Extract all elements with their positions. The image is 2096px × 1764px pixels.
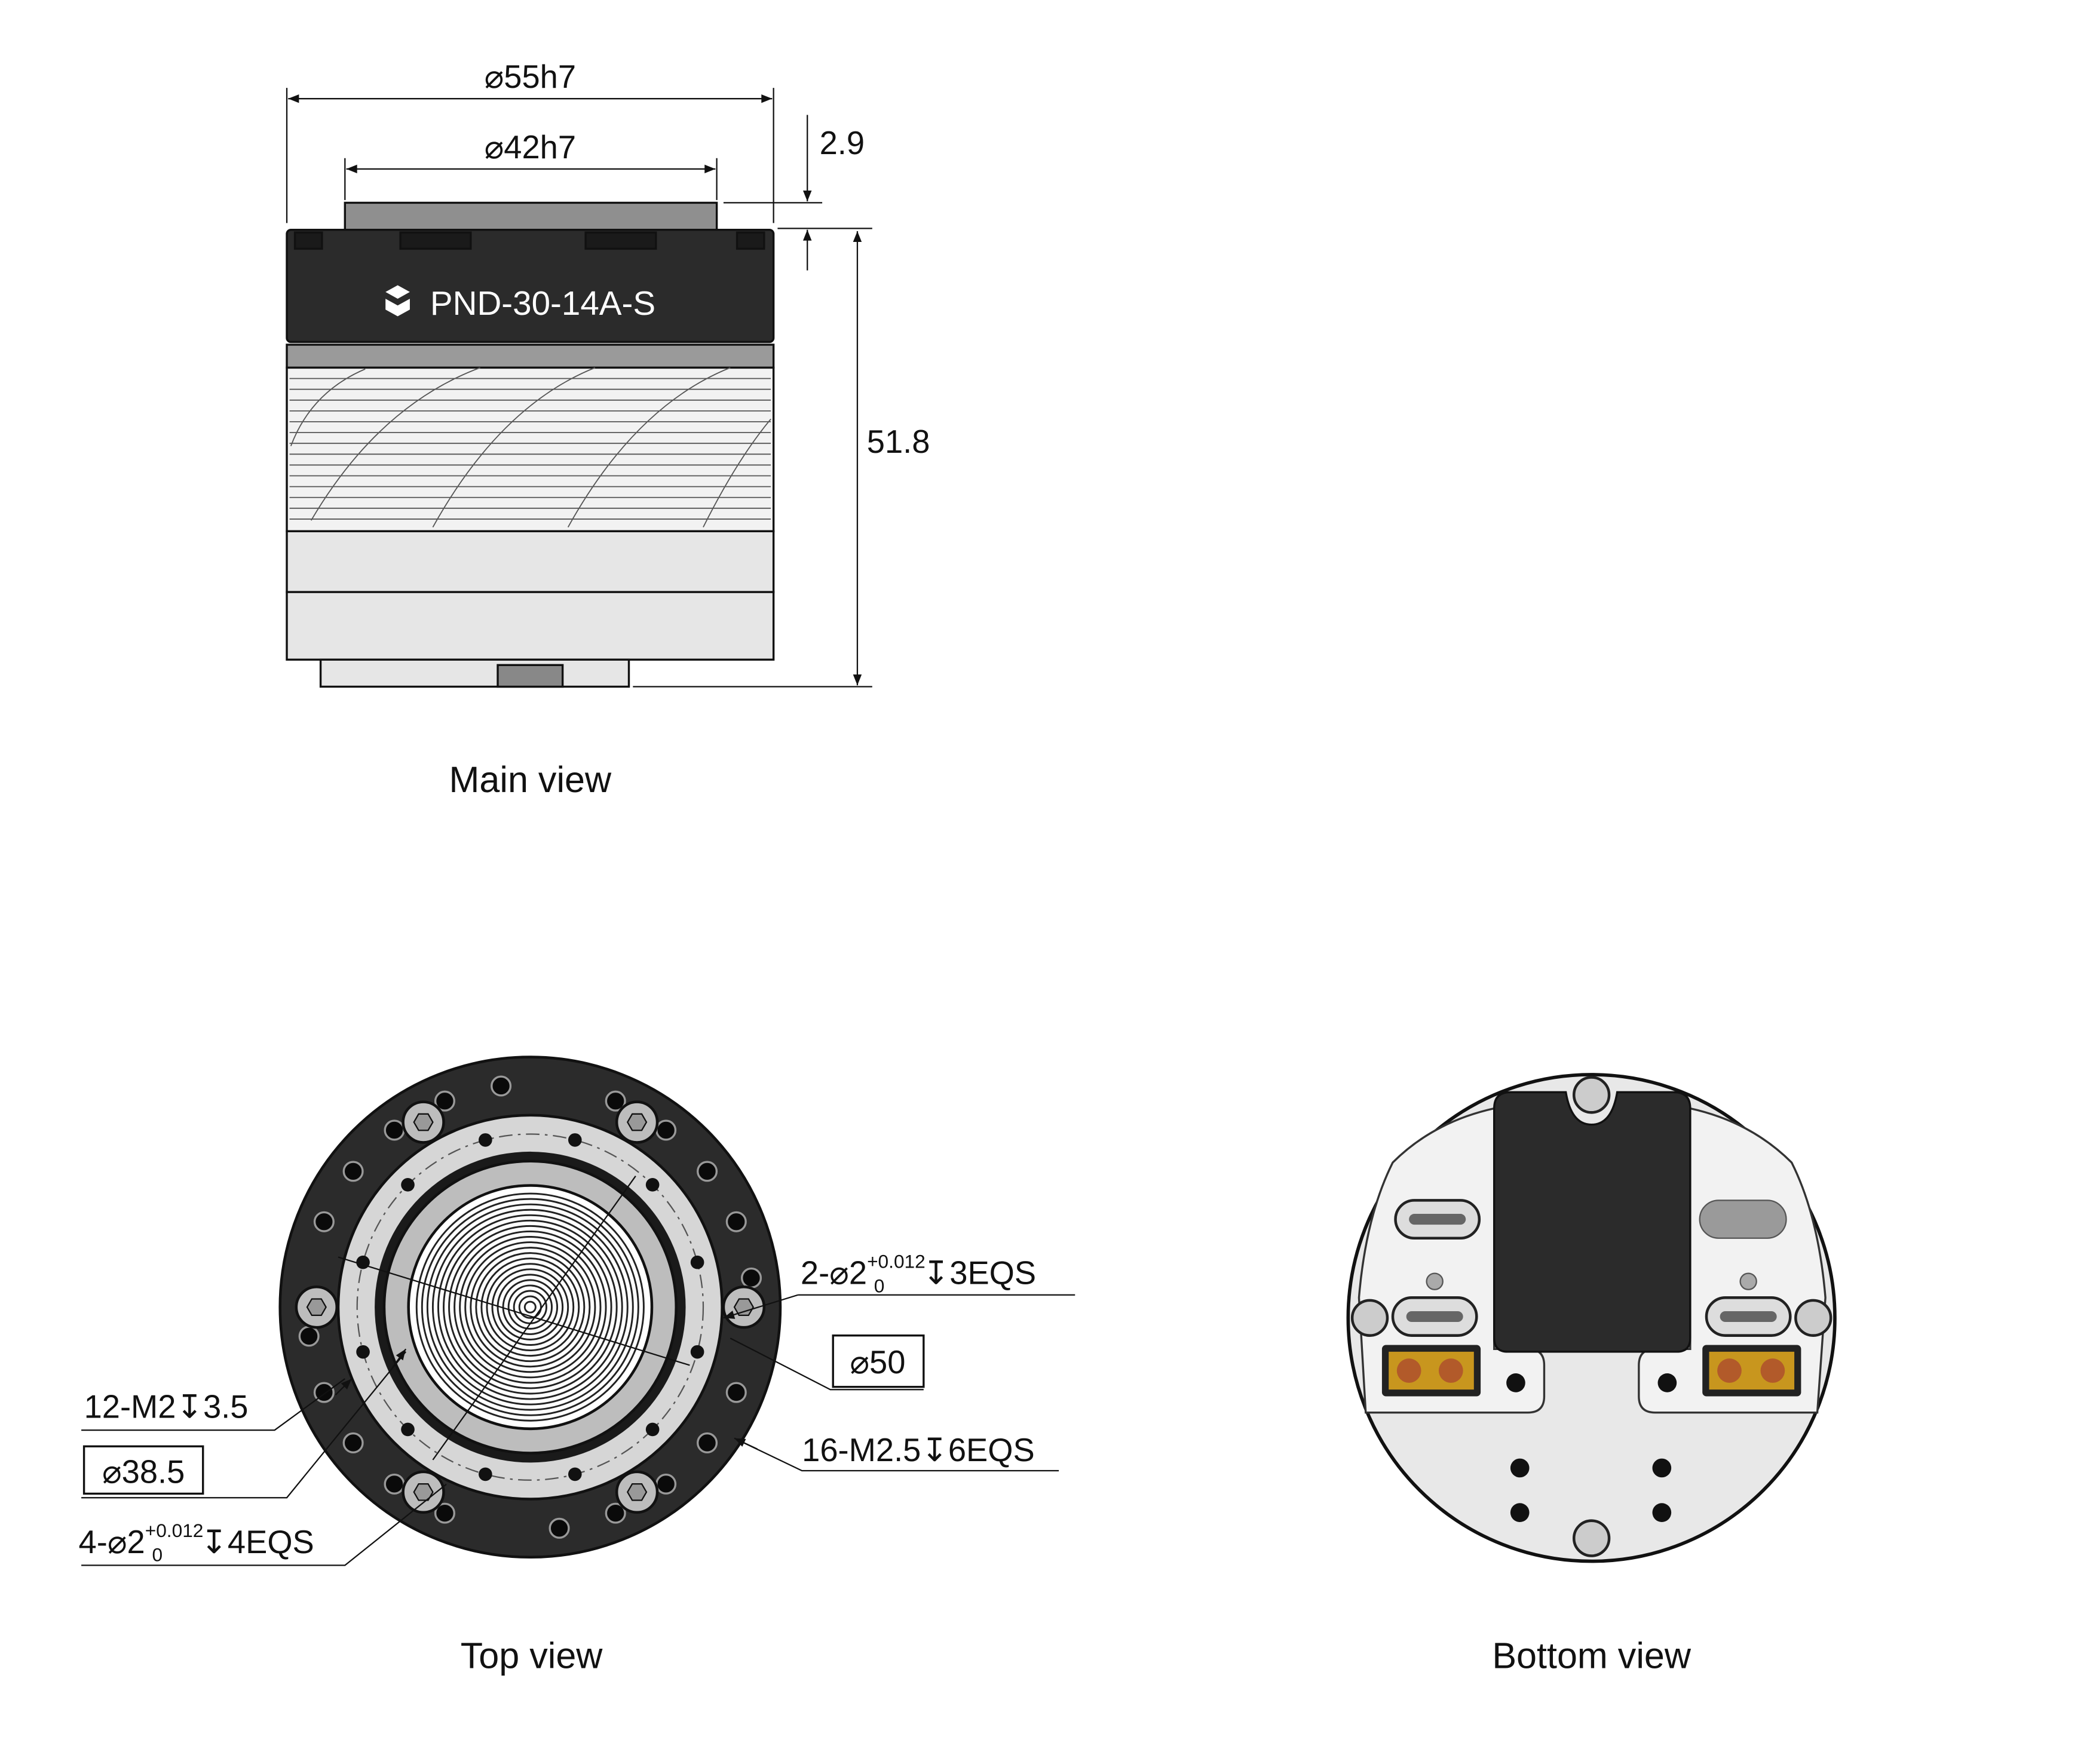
bolt-hole [356,1255,370,1269]
bolt-hole [645,1178,660,1192]
inner-bolt-holes [356,1133,704,1481]
main-view-caption: Main view [449,759,612,800]
dimension-lines [286,88,872,688]
hex-socket-icon [413,1113,434,1131]
spiral-ring [491,1268,569,1346]
spiral-ring [415,1192,645,1422]
spiral-ring [497,1274,564,1340]
main-view: PND-30-14A-S ⌀55h7 ⌀42h7 2.9 51.8 Main v… [286,59,930,800]
bolt-hole [568,1133,582,1147]
bottom-view-caption: Bottom view [1492,1635,1691,1676]
leader-lines [81,1176,1075,1566]
hex-socket-icon [413,1483,434,1501]
spiral-ring [426,1203,634,1411]
actuator-side-body [286,201,775,688]
callout-d385: ⌀38.5 [102,1453,185,1490]
bolt-hole [491,1075,512,1097]
bolt-hole [725,1211,747,1232]
bolt-hole [384,1119,405,1141]
spiral-ring [475,1252,586,1363]
usb-c-port-mid-right [1705,1296,1792,1337]
power-connector-right [1702,1345,1801,1397]
bolt-hole [342,1161,364,1182]
outer-bolt-holes [298,1075,762,1539]
spiral-ring [502,1279,559,1335]
bolt-hole [434,1090,455,1112]
bolt-hole [655,1119,677,1141]
callout-d385-box [82,1445,204,1495]
spiral-ring [459,1236,602,1379]
bolt-hole [697,1161,718,1182]
bottom-holes [1426,1272,1757,1522]
spiral-ring [448,1225,612,1389]
hex-socket-icon [626,1113,648,1131]
callout-m2: 12-M2↧3.5 [84,1389,249,1425]
spiral-ring [464,1241,596,1373]
hex-socket-icon [733,1298,755,1317]
logo-icon [385,285,410,317]
bolt-hole [605,1090,626,1112]
bolt-hole [313,1211,335,1232]
callout-d50: ⌀50 [850,1344,905,1380]
bolt-hole [342,1432,364,1453]
bolt-hole [434,1502,455,1524]
bolt-hole [697,1432,718,1453]
spiral-ring [523,1300,537,1314]
bolt-hole [725,1382,747,1403]
spiral-ring [518,1295,542,1319]
dim-total-height: 51.8 [867,424,930,460]
spiral-ring [470,1247,591,1368]
bolt-hole [401,1178,415,1192]
callout-d50-box [832,1334,925,1388]
dim-inner-diameter: ⌀42h7 [485,129,576,165]
dim-outer-diameter: ⌀55h7 [485,59,576,95]
cover-plate [1493,1091,1691,1353]
spiral-ring [437,1214,623,1400]
callout-m25: 16-M2.5↧6EQS [802,1432,1035,1468]
bolt-hole [479,1467,492,1481]
spiral-ring [453,1230,607,1384]
bolt-hole [356,1345,370,1359]
spiral-ring [421,1198,639,1416]
model-label: PND-30-14A-S [430,284,655,322]
hex-socket-icon [306,1298,327,1317]
bolt-hole [740,1267,762,1289]
hex-screws [295,1100,766,1514]
dim-flange-height: 2.9 [820,125,865,161]
spiral-ring [443,1219,618,1395]
rib-lines [289,367,771,527]
bottom-hex-screws [1350,1076,1833,1557]
bolt-hole [605,1502,626,1524]
hex-socket-icon [626,1483,648,1501]
bottom-view: Bottom view [1346,1073,1837,1676]
usb-c-port-top-left [1394,1199,1481,1240]
usb-c-port-mid-left [1391,1296,1478,1337]
bolt-hole [568,1467,582,1481]
spiral-ring [486,1263,575,1352]
bolt-hole [690,1255,704,1269]
bolt-hole [479,1133,492,1147]
bolt-hole [401,1422,415,1437]
spiral-ring [480,1257,580,1357]
top-view-caption: Top view [461,1635,603,1676]
spiral-ring [431,1208,629,1406]
bolt-hole [690,1345,704,1359]
bolt-hole [645,1422,660,1437]
port-cover-top-right [1699,1199,1787,1239]
bolt-hole [298,1326,320,1347]
spiral-ring [507,1284,553,1330]
power-connector-left [1381,1345,1481,1397]
bolt-hole [384,1473,405,1495]
bolt-hole [548,1517,570,1539]
bolt-hole [655,1473,677,1495]
